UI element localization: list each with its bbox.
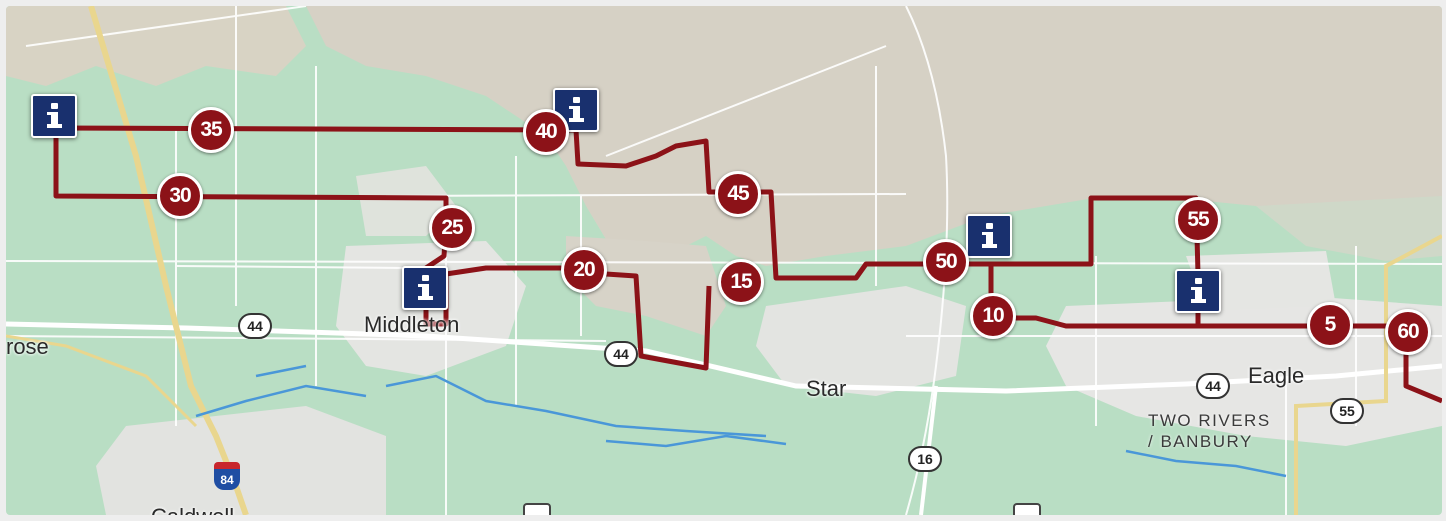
hwy-55-shield: 55 bbox=[1330, 398, 1364, 424]
hwy-44-shield-center: 44 bbox=[604, 341, 638, 367]
interstate-84-label: 84 bbox=[214, 469, 240, 490]
place-two-rivers-line1: TWO RIVERS bbox=[1148, 411, 1271, 430]
us-shield-south-2 bbox=[1013, 503, 1041, 515]
hwy-44-shield-west: 44 bbox=[238, 313, 272, 339]
road-diag-2 bbox=[605, 45, 887, 157]
river-3 bbox=[605, 434, 787, 448]
place-star: Star bbox=[806, 376, 847, 401]
info-icon[interactable] bbox=[966, 214, 1012, 258]
terrain-north bbox=[306, 6, 1442, 266]
hwy-44-shield-east: 44 bbox=[1196, 373, 1230, 399]
info-icon[interactable] bbox=[31, 94, 77, 138]
river-4 bbox=[1125, 449, 1287, 478]
mile-marker-60[interactable]: 60 bbox=[1385, 309, 1431, 355]
urban-star bbox=[756, 286, 966, 396]
mile-marker-35[interactable]: 35 bbox=[188, 107, 234, 153]
road-h-4 bbox=[175, 265, 407, 269]
place-caldwell: Caldwell bbox=[151, 504, 234, 515]
mile-marker-15[interactable]: 15 bbox=[718, 259, 764, 305]
mile-marker-10[interactable]: 10 bbox=[970, 293, 1016, 339]
route-segment-north bbox=[55, 125, 577, 133]
river-2 bbox=[385, 374, 767, 438]
us-shield-south-1 bbox=[523, 503, 551, 515]
urban-eagle-north bbox=[1186, 251, 1336, 311]
hwy-55-line bbox=[1294, 234, 1442, 515]
road-h-3 bbox=[385, 193, 907, 197]
terrain-east-ridge bbox=[1256, 196, 1442, 261]
rivers bbox=[195, 364, 1287, 478]
road-h-1 bbox=[6, 260, 1442, 265]
mile-marker-55[interactable]: 55 bbox=[1175, 197, 1221, 243]
mile-marker-5[interactable]: 5 bbox=[1307, 302, 1353, 348]
mile-marker-50[interactable]: 50 bbox=[923, 239, 969, 285]
route-map[interactable]: Middleton rose Star Eagle TWO RIVERS / B… bbox=[6, 6, 1442, 515]
place-eagle: Eagle bbox=[1248, 363, 1305, 388]
place-rose: rose bbox=[6, 334, 49, 359]
mile-marker-45[interactable]: 45 bbox=[715, 171, 761, 217]
mile-marker-20[interactable]: 20 bbox=[561, 247, 607, 293]
urban-caldwell bbox=[96, 406, 386, 515]
mile-marker-40[interactable]: 40 bbox=[523, 109, 569, 155]
terrain-northwest bbox=[6, 6, 306, 86]
hwy-west-diag bbox=[6, 334, 198, 428]
mile-marker-30[interactable]: 30 bbox=[157, 173, 203, 219]
mile-marker-25[interactable]: 25 bbox=[429, 205, 475, 251]
river-5 bbox=[255, 364, 307, 378]
river-1 bbox=[195, 384, 367, 418]
place-two-rivers-line2: / BANBURY bbox=[1148, 432, 1253, 451]
info-icon[interactable] bbox=[1175, 269, 1221, 313]
hwy-16-shield: 16 bbox=[908, 446, 942, 472]
info-icon[interactable] bbox=[402, 266, 448, 310]
terrain-mid bbox=[566, 236, 726, 336]
place-middleton: Middleton bbox=[364, 312, 460, 337]
interstate-84-shield: 84 bbox=[214, 462, 240, 490]
road-diag-1 bbox=[25, 6, 307, 47]
